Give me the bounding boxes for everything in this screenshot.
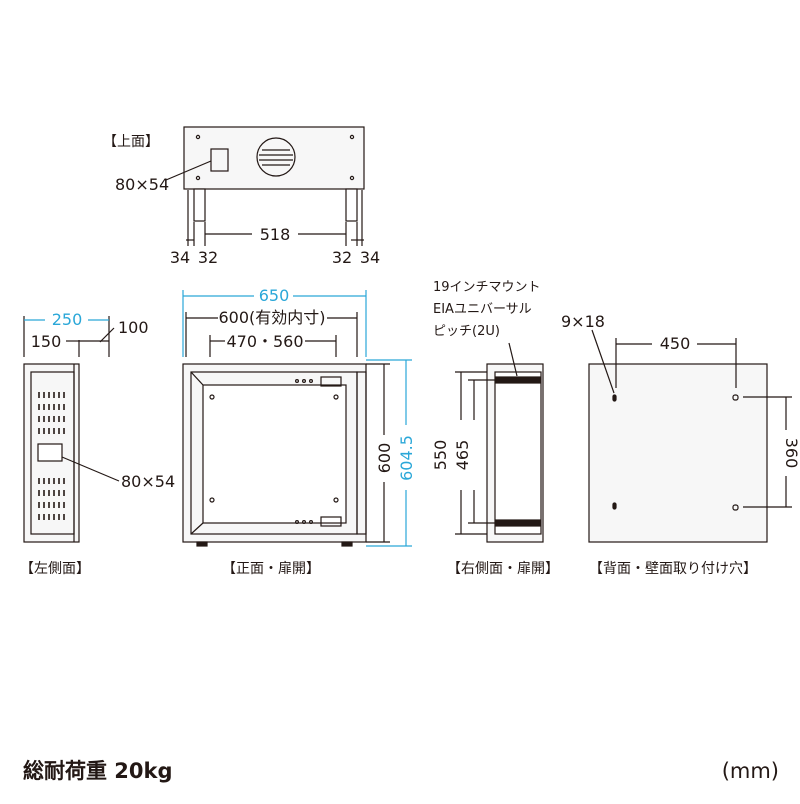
top-view-label: 【上面】 [103,134,159,150]
wall-hole [732,504,739,511]
front-width-dim: 650 [259,286,290,305]
total-load: 総耐荷重 20kg [23,759,173,783]
left-side-vents [38,392,65,520]
wall-hole [612,502,617,510]
left-side-hole [37,443,63,462]
top-left-outer-dim: 34 [170,248,190,267]
right-rail-bottom [495,519,541,527]
left-depth-inner-dim: 150 [31,332,62,351]
front-rail-bottom [320,516,342,527]
top-hole-leader [165,160,212,181]
mount-note-line-1: 19インチマウント [433,280,541,295]
wall-hole [732,394,739,401]
unit-label: (mm) [722,759,779,783]
right-rail-top [495,376,541,384]
front-opening [202,384,347,524]
right-side-interior [494,371,542,535]
top-left-inner-dim: 32 [198,248,218,267]
front-rail-top [320,376,342,387]
front-view-label: 【正面・扉開】 [222,561,320,577]
top-hole [210,148,229,172]
top-width-dim: 518 [260,225,291,244]
left-hole-dim: 80×54 [121,472,175,491]
left-view-label: 【左側面】 [20,561,90,577]
front-foot-right [341,541,353,547]
top-view-body [183,126,365,190]
fan-grille [256,137,296,177]
right-view-label: 【右側面・扉開】 [447,561,559,577]
right-height-outer-dim: 550 [431,440,450,471]
left-side-view [23,316,120,543]
back-body [588,363,768,543]
front-rail-dim: 470・560 [226,332,303,351]
right-height-inner-dim: 465 [453,440,472,471]
top-view [165,126,365,246]
top-foot-right [345,188,358,222]
back-view-label: 【背面・壁面取り付け穴】 [589,561,757,577]
front-view [182,290,412,547]
mount-note-line-3: ピッチ(2U) [433,324,500,339]
mount-note-line-2: EIAユニバーサル [433,302,532,317]
back-view [588,329,792,543]
top-foot-left [193,188,206,222]
left-depth-dim: 250 [52,310,83,329]
front-door-edge [356,371,367,535]
back-hole-leader [591,329,615,394]
left-depth-side-dim: 100 [118,318,149,337]
back-h-spacing-dim: 450 [660,334,691,353]
front-height-total-dim: 604.5 [397,435,416,481]
right-side-view [455,342,544,543]
back-v-spacing-dim: 360 [782,438,800,469]
top-hole-dim: 80×54 [115,175,169,194]
back-hole-dim: 9×18 [561,312,605,331]
front-effective-dim: 600(有効内寸) [218,308,325,327]
front-foot-left [196,541,208,547]
top-right-outer-dim: 34 [360,248,380,267]
front-height-dim: 600 [375,443,394,474]
mount-note-leader [508,342,518,377]
left-hole-leader [61,456,120,482]
wall-hole [612,394,617,402]
top-right-inner-dim: 32 [332,248,352,267]
